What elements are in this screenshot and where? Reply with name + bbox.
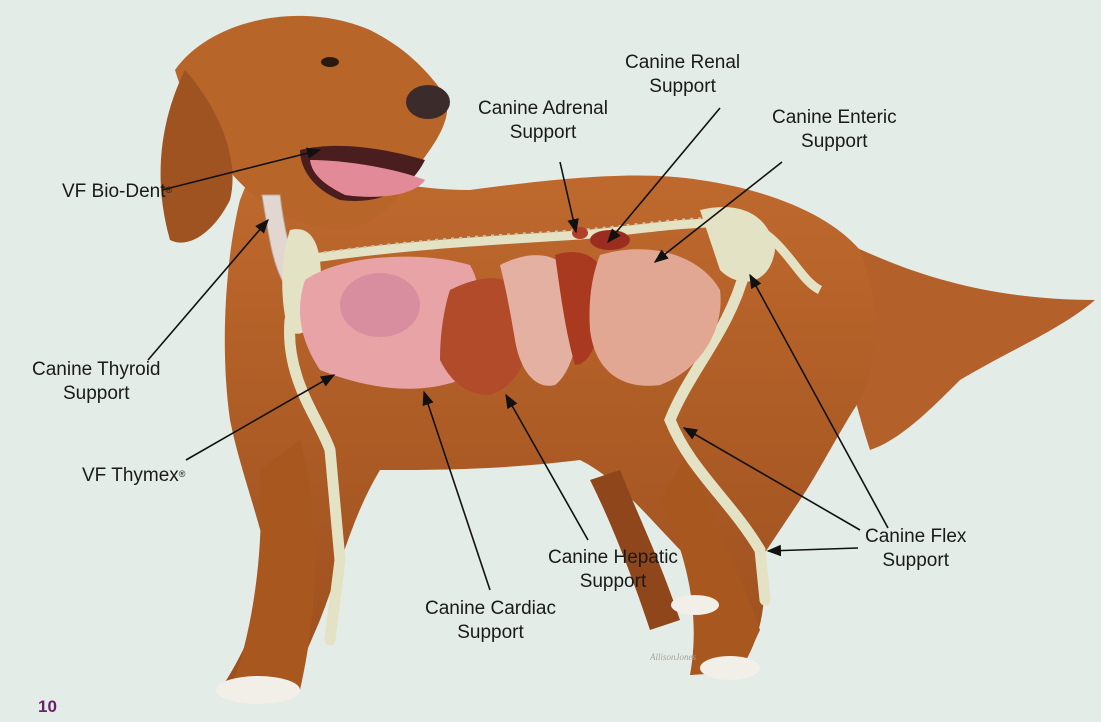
label-canine-hepatic-line2: Support xyxy=(548,570,678,594)
dog-eye xyxy=(321,57,339,67)
arrow-flex-lower xyxy=(768,548,858,551)
label-canine-flex-line2: Support xyxy=(865,549,966,573)
paw-rear xyxy=(700,656,760,680)
dog-front-leg xyxy=(230,440,315,692)
heart xyxy=(340,273,420,337)
label-canine-adrenal-line1: Canine Adrenal xyxy=(478,97,608,121)
label-canine-hepatic-line1: Canine Hepatic xyxy=(548,546,678,570)
label-canine-adrenal-line2: Support xyxy=(478,121,608,145)
paw-front xyxy=(216,676,300,704)
label-canine-flex: Canine Flex Support xyxy=(865,525,966,573)
label-canine-cardiac: Canine Cardiac Support xyxy=(425,597,556,645)
registered-mark: ® xyxy=(179,469,186,479)
label-canine-enteric-line2: Support xyxy=(772,130,897,154)
label-canine-renal-line1: Canine Renal xyxy=(625,51,740,75)
label-canine-renal: Canine Renal Support xyxy=(625,51,740,99)
label-canine-renal-line2: Support xyxy=(625,75,740,99)
page-number: 10 xyxy=(38,697,57,717)
label-canine-flex-line1: Canine Flex xyxy=(865,525,966,549)
label-canine-adrenal: Canine Adrenal Support xyxy=(478,97,608,145)
label-canine-thyroid-line1: Canine Thyroid xyxy=(32,358,161,382)
label-canine-cardiac-line1: Canine Cardiac xyxy=(425,597,556,621)
adrenal-gland xyxy=(572,227,588,239)
label-vf-thymex: VF Thymex® xyxy=(82,464,185,488)
label-vf-thymex-text: VF Thymex xyxy=(82,465,179,486)
artist-signature: AllisonJones xyxy=(649,652,696,662)
label-canine-enteric-line1: Canine Enteric xyxy=(772,106,897,130)
label-vf-bio-dent-text: VF Bio-Dent xyxy=(62,181,165,202)
label-canine-cardiac-line2: Support xyxy=(425,621,556,645)
label-canine-enteric: Canine Enteric Support xyxy=(772,106,897,154)
paw-far xyxy=(671,595,719,615)
label-vf-bio-dent: VF Bio-Dent® xyxy=(62,180,172,204)
label-canine-hepatic: Canine Hepatic Support xyxy=(548,546,678,594)
label-canine-thyroid: Canine Thyroid Support xyxy=(32,358,161,406)
dog-nose xyxy=(406,85,450,119)
label-canine-thyroid-line2: Support xyxy=(32,382,161,406)
registered-mark: ® xyxy=(165,185,172,195)
